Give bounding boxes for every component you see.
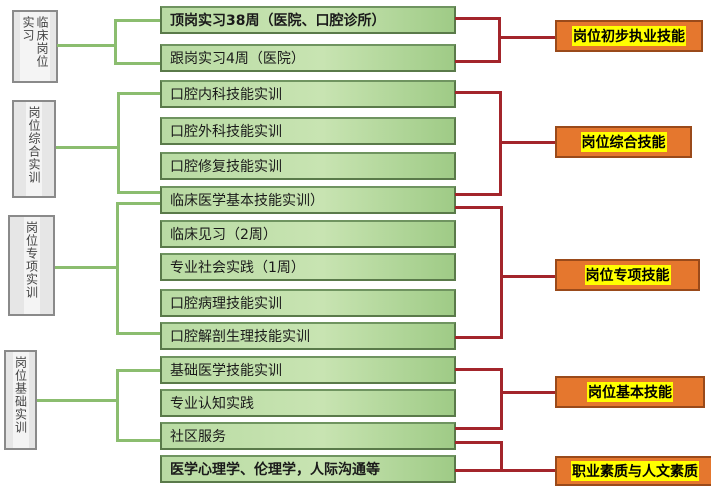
skill-comprehensive: 岗位综合技能 bbox=[555, 126, 692, 158]
course-item: 跟岗实习4周（医院） bbox=[160, 44, 456, 72]
skill-professional-humanistic: 职业素质与人文素质 bbox=[555, 456, 711, 486]
category-comprehensive-training: 岗位综合实训 bbox=[12, 100, 56, 198]
course-item: 医学心理学、伦理学，人际沟通等 bbox=[160, 455, 456, 483]
course-item: 临床见习（2周） bbox=[160, 220, 456, 248]
skill-label: 岗位专项技能 bbox=[584, 265, 671, 285]
category-label: 临床岗位实习 bbox=[20, 12, 50, 81]
course-item: 社区服务 bbox=[160, 422, 456, 450]
skill-label: 职业素质与人文素质 bbox=[571, 461, 699, 481]
category-label: 岗位专项实训 bbox=[23, 217, 40, 314]
course-item: 专业社会实践（1周） bbox=[160, 253, 456, 281]
category-specialized-training: 岗位专项实训 bbox=[8, 215, 55, 316]
course-item: 口腔内科技能实训 bbox=[160, 80, 456, 108]
course-item: 基础医学技能实训 bbox=[160, 356, 456, 384]
course-item: 口腔解剖生理技能实训 bbox=[160, 322, 456, 350]
skill-initial-practice: 岗位初步执业技能 bbox=[555, 20, 703, 52]
category-label: 岗位综合实训 bbox=[26, 102, 42, 196]
course-item: 专业认知实践 bbox=[160, 389, 456, 417]
skill-specialized: 岗位专项技能 bbox=[555, 259, 700, 291]
skill-basic: 岗位基本技能 bbox=[555, 376, 705, 408]
course-item: 临床医学基本技能实训） bbox=[160, 186, 456, 214]
course-item: 口腔病理技能实训 bbox=[160, 289, 456, 317]
course-item: 顶岗实习38周（医院、口腔诊所） bbox=[160, 6, 456, 34]
course-item: 口腔修复技能实训 bbox=[160, 152, 456, 180]
skill-label: 岗位综合技能 bbox=[580, 132, 667, 152]
skill-label: 岗位基本技能 bbox=[587, 382, 673, 402]
category-basic-training: 岗位基础实训 bbox=[4, 350, 37, 450]
skill-label: 岗位初步执业技能 bbox=[572, 26, 686, 46]
category-label: 岗位基础实训 bbox=[12, 352, 29, 448]
category-clinical-internship: 临床岗位实习 bbox=[12, 10, 58, 83]
course-item: 口腔外科技能实训 bbox=[160, 117, 456, 145]
